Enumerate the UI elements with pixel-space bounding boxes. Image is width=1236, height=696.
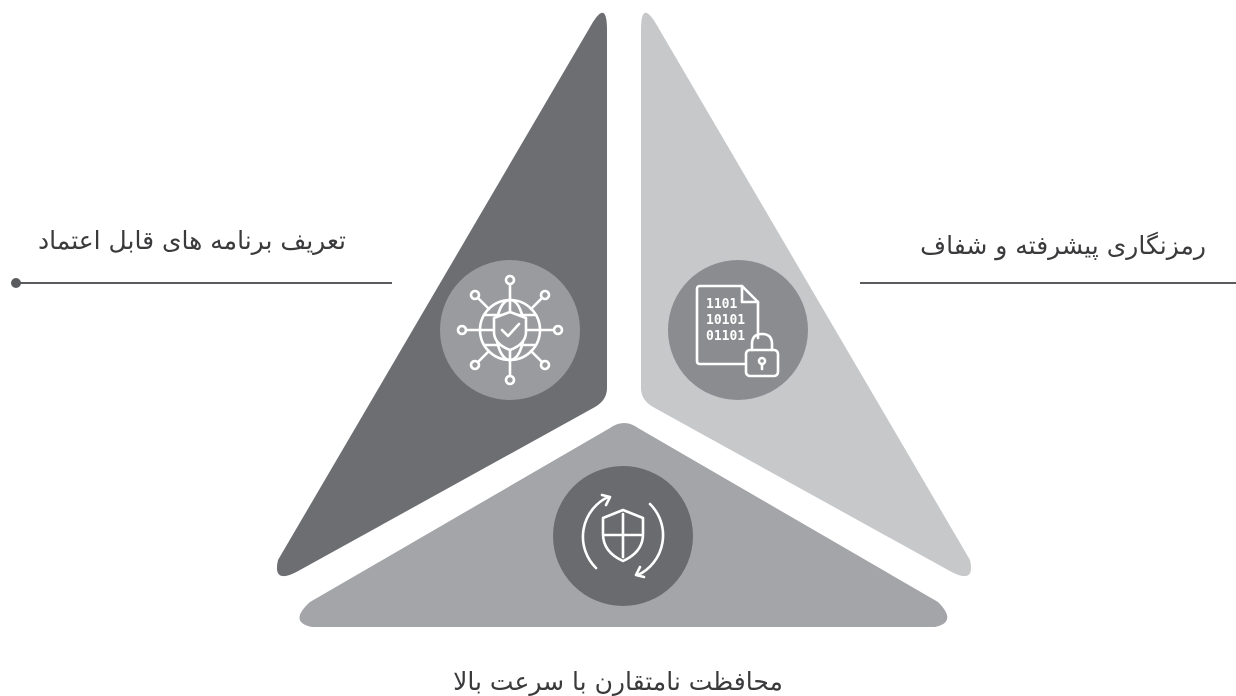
svg-text:1101: 1101	[706, 297, 737, 312]
shield-refresh-icon	[581, 493, 665, 579]
svg-text:01101: 01101	[706, 329, 745, 344]
encrypted-file-lock-icon: 1101 10101 01101	[695, 284, 780, 378]
segment-right	[641, 12, 972, 577]
label-asymmetric-protection: محافظت نامتقارن با سرعت بالا	[453, 667, 783, 696]
label-trusted-apps: تعریف برنامه های قابل اعتماد	[38, 226, 346, 255]
connector-left	[11, 278, 392, 288]
segment-left	[276, 12, 607, 577]
globe-shield-icon	[456, 274, 564, 386]
svg-text:10101: 10101	[706, 313, 745, 328]
label-advanced-encryption: رمزنگاری پیشرفته و شفاف	[920, 231, 1206, 260]
